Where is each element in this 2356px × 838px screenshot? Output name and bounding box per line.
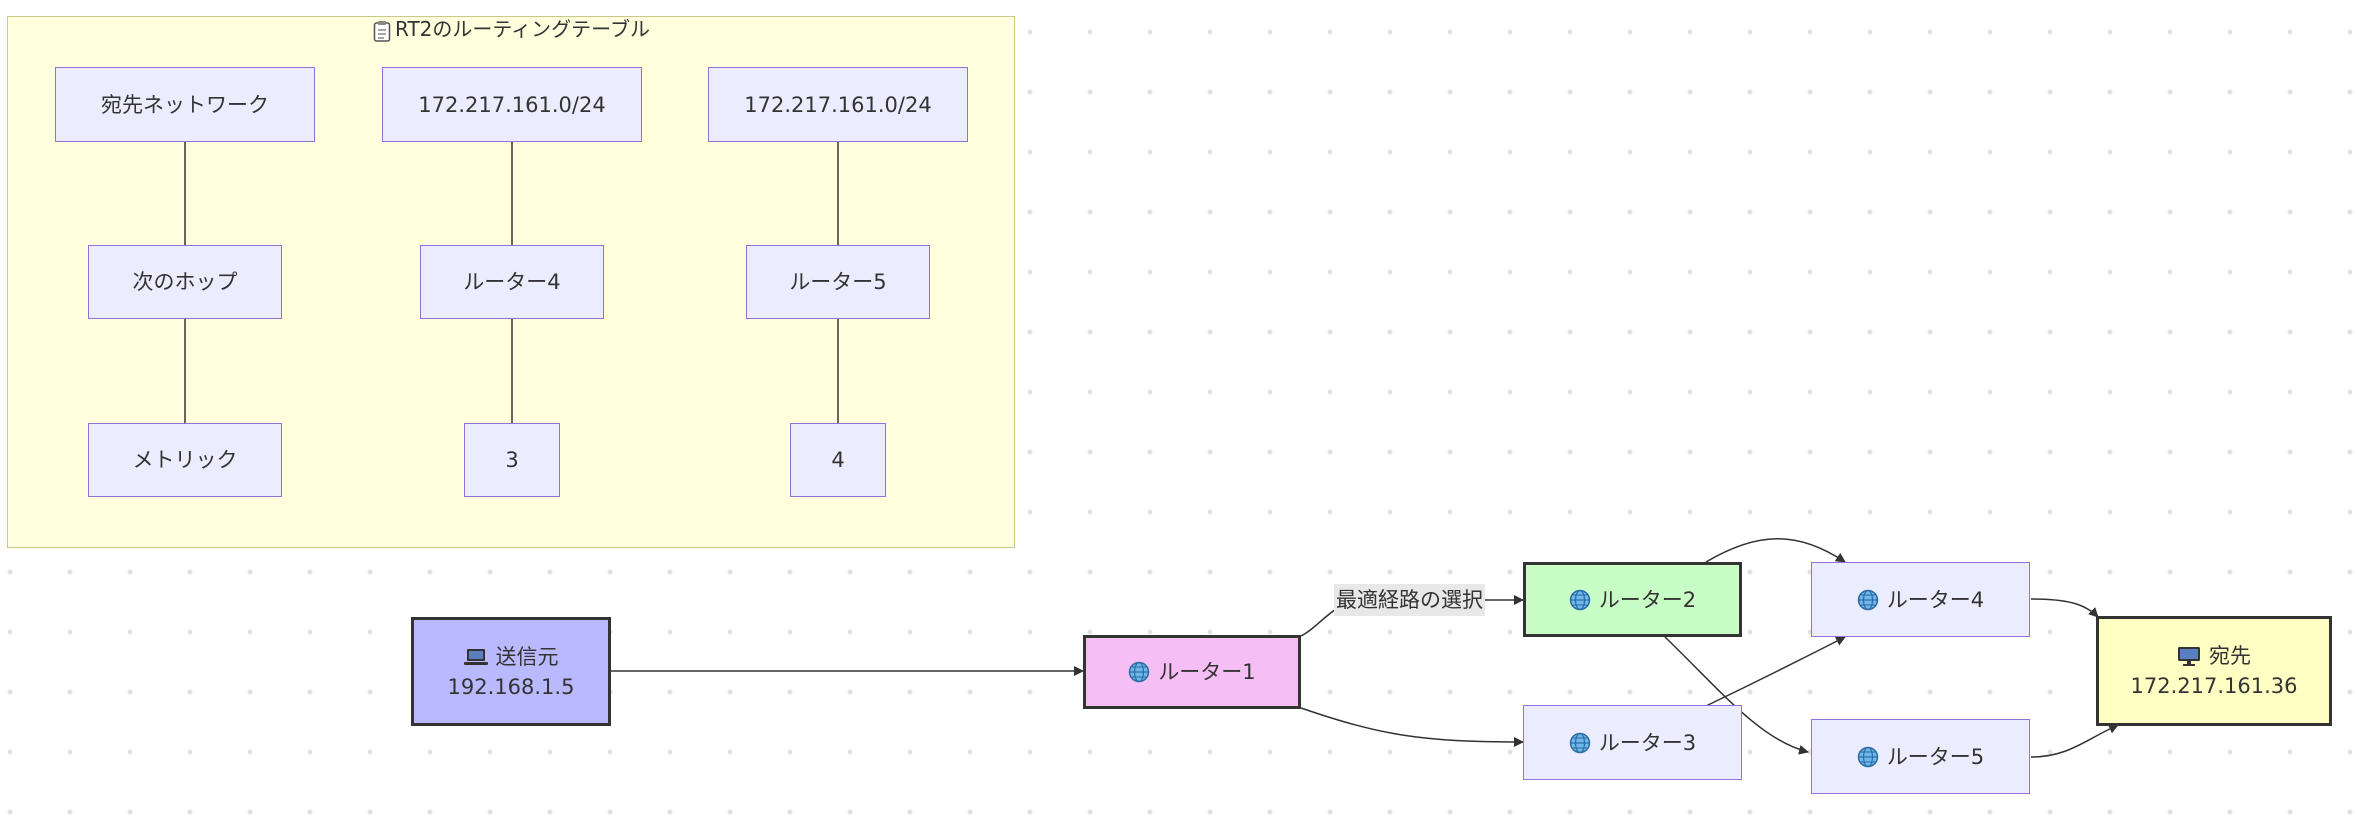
edge-r2-r4	[1705, 538, 1846, 563]
edge-r3-r4	[1705, 636, 1846, 707]
globe-icon	[1569, 732, 1591, 754]
edge-r5-dest	[2030, 724, 2119, 758]
destination-node[interactable]: 宛先 172.217.161.36	[2096, 616, 2332, 726]
best-path-label: 最適経路の選択	[1334, 584, 1485, 616]
source-node[interactable]: 送信元 192.168.1.5	[411, 617, 611, 726]
route2-next-hop: ルーター5	[746, 245, 930, 319]
route2-metric: 4	[790, 423, 886, 497]
router-2-node[interactable]: ルーター2	[1523, 562, 1742, 637]
router-5-node[interactable]: ルーター5	[1811, 719, 2030, 794]
laptop-icon	[463, 648, 488, 666]
route1-metric: 3	[464, 423, 560, 497]
table-header-next-hop: 次のホップ	[88, 245, 282, 319]
route1-next-hop: ルーター4	[420, 245, 604, 319]
edge-r4-dest	[2030, 598, 2099, 618]
globe-icon	[1128, 661, 1150, 683]
table-header-destination: 宛先ネットワーク	[55, 67, 315, 142]
router-1-node[interactable]: ルーター1	[1083, 635, 1301, 709]
table-header-metric: メトリック	[88, 423, 282, 497]
globe-icon	[1857, 589, 1879, 611]
edge-r1-r3	[1300, 707, 1524, 747]
globe-icon	[1569, 589, 1591, 611]
route1-network: 172.217.161.0/24	[382, 67, 642, 142]
routing-table-title: RT2のルーティングテーブル	[373, 16, 653, 42]
router-3-node[interactable]: ルーター3	[1523, 705, 1742, 780]
desktop-icon	[2177, 646, 2201, 666]
route2-network: 172.217.161.0/24	[708, 67, 968, 142]
clipboard-icon	[373, 20, 391, 42]
globe-icon	[1857, 746, 1879, 768]
router-4-node[interactable]: ルーター4	[1811, 562, 2030, 637]
